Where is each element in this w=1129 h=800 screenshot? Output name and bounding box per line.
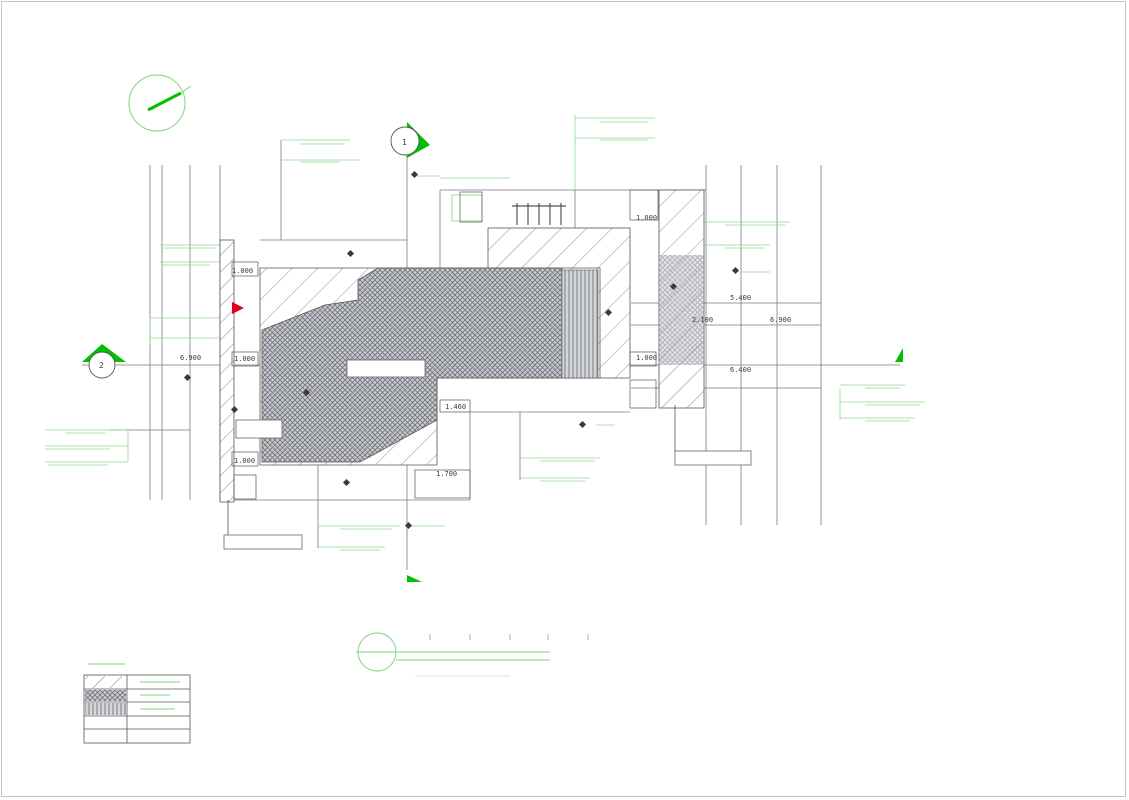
dim-top-right-box: 1.000 (636, 214, 657, 222)
legend-swatch-diagonal (85, 676, 126, 688)
legend-swatch-cross (85, 690, 126, 701)
section-arrow-bottom-icon (407, 575, 422, 582)
dim-right-e: 6.400 (730, 366, 751, 374)
scale-bar (356, 632, 589, 677)
left-wall-strip (219, 239, 235, 503)
annotation-leaders (45, 115, 925, 551)
dim-bottom-mid: 1.700 (436, 470, 457, 478)
center-tag (346, 359, 426, 378)
svg-text:2: 2 (99, 361, 104, 370)
roof-vertical-hatch (561, 269, 599, 379)
section-arrow-right-icon (895, 348, 903, 362)
level-marker-icon (183, 170, 740, 530)
dim-left-axis: 6.900 (180, 354, 201, 362)
dim-top-left: 1.000 (232, 267, 253, 275)
section-marker-top-icon: 1 (390, 122, 430, 158)
right-callout-box (674, 450, 752, 466)
dim-right-c: 6.900 (770, 316, 791, 324)
dim-right-b: 2.100 (692, 316, 713, 324)
dim-left-inner: 1.000 (234, 355, 255, 363)
svg-text:1: 1 (402, 138, 407, 147)
left-callout-box (235, 419, 283, 439)
dim-bottom-left: 1.000 (234, 457, 255, 465)
section-marker-left-icon: 2 (82, 344, 126, 379)
stair-symbol (512, 203, 566, 225)
dim-right-d: 1.000 (636, 354, 657, 362)
bottom-callout-box (223, 534, 303, 550)
entrance-marker-icon (232, 302, 244, 314)
dim-right-a: 5.400 (730, 294, 751, 302)
legend-table (83, 663, 191, 744)
building-plan (219, 189, 752, 550)
dimension-boxes (231, 189, 659, 500)
dim-mid-right: 1.460 (445, 403, 466, 411)
north-arrow-icon (128, 74, 192, 132)
legend-swatch-vertical (85, 703, 126, 715)
